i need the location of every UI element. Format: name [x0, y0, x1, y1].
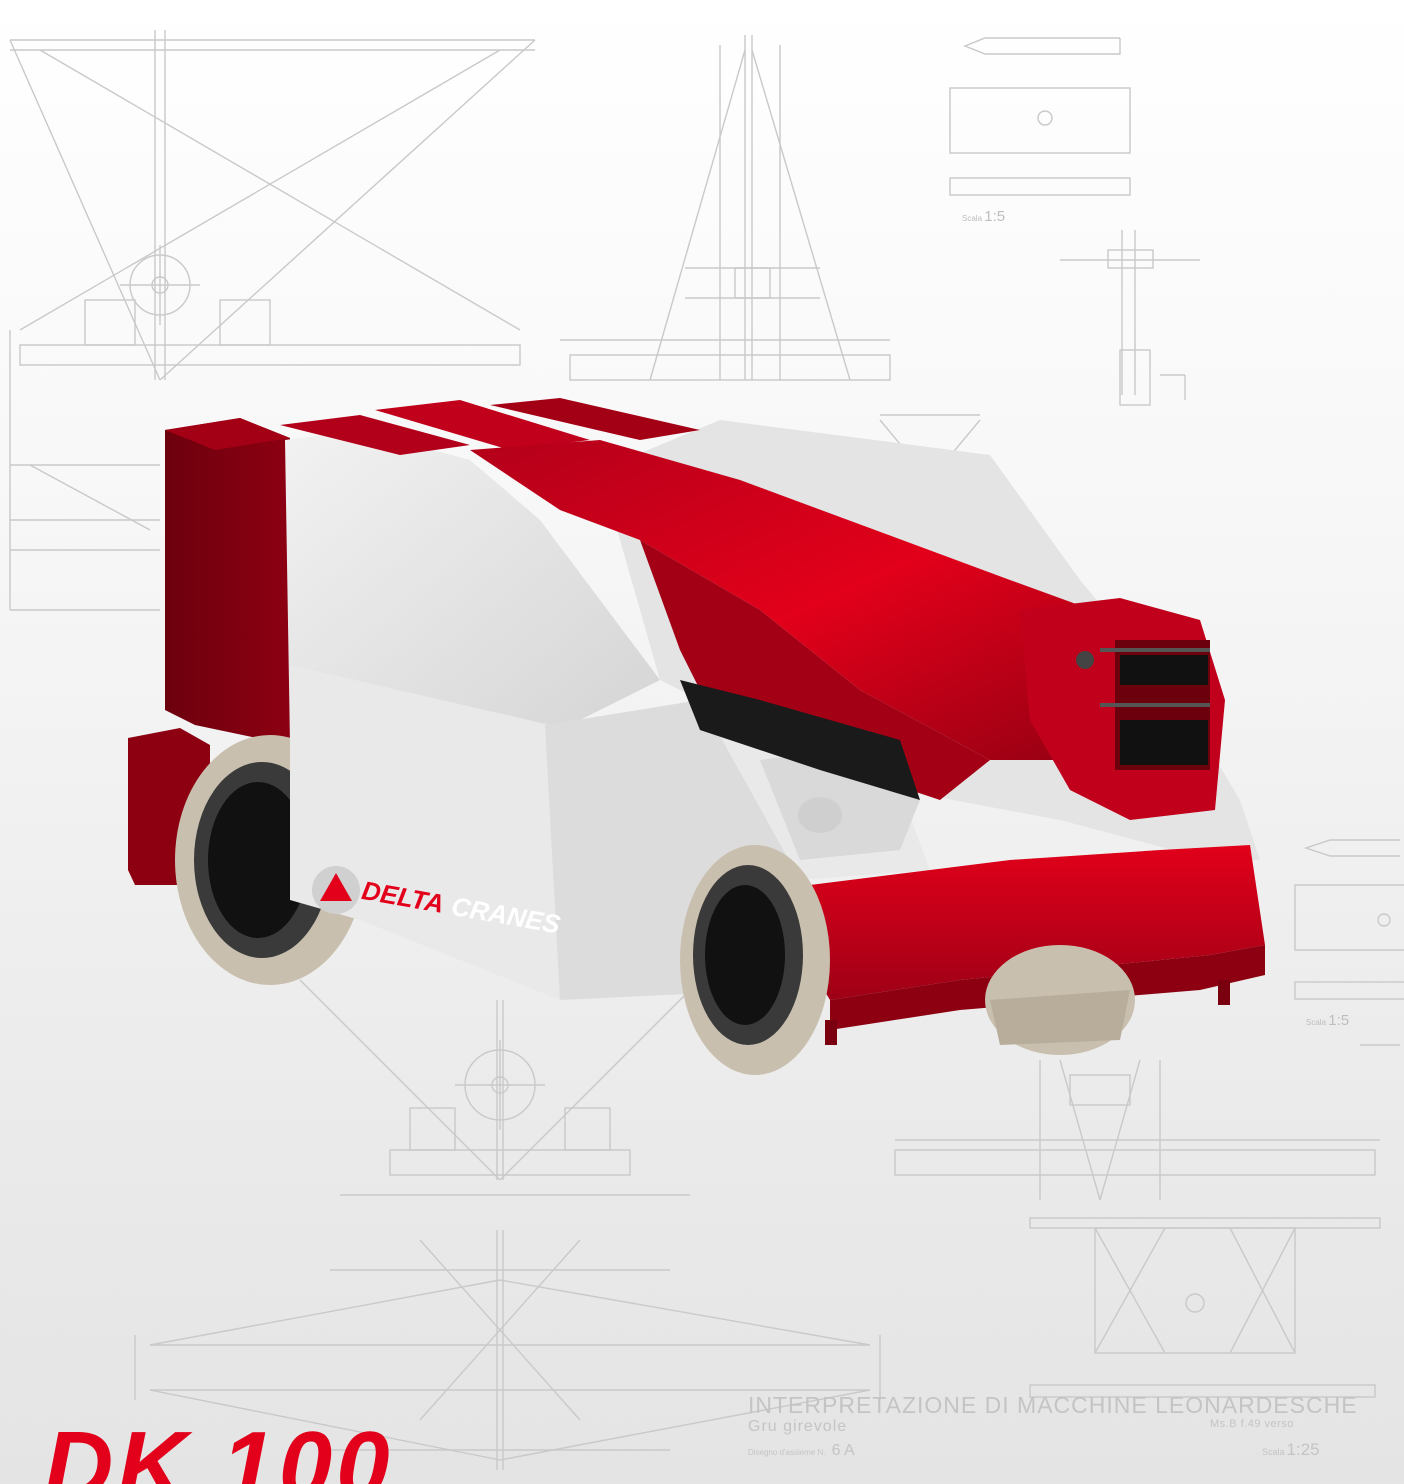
drawing-number: Disegno d'assieme N. 6 A [748, 1442, 855, 1460]
blueprint-tower-lower [299, 979, 701, 1196]
blueprint-truss-bottom [134, 1230, 881, 1470]
front-wheel-left [680, 845, 830, 1075]
detail-scale-value-right: 1:5 [1328, 1012, 1350, 1029]
detail-scale-value: 1:5 [984, 208, 1006, 225]
boom-head [1020, 598, 1225, 820]
drawing-subtitle: Gru girevole [748, 1418, 848, 1435]
front-wheel-right [985, 945, 1135, 1055]
blueprint-detail-mid-right [1294, 839, 1404, 1046]
drawing-label: Disegno d'assieme [748, 1448, 816, 1457]
detail-scale-note-right: Scala 1:5 [1306, 1012, 1349, 1029]
blueprint-beams-left [10, 464, 160, 611]
crane-boom [470, 440, 1180, 800]
drawing-title-block: INTERPRETAZIONE DI MACCHINE LEONARDESCHE… [748, 1392, 1388, 1460]
blueprint-tower-center [560, 35, 981, 541]
drawing-number-prefix: N. [817, 1448, 826, 1457]
manuscript-reference: Ms.B f.49 verso [1210, 1418, 1294, 1430]
detail-scale-note-top: Scala 1:5 [962, 208, 1005, 225]
drawing-subtitle-row: Gru girevole Ms.B f.49 verso [748, 1418, 1388, 1440]
detail-scale-label-right: Scala [1306, 1018, 1327, 1027]
blueprint-detail-top-right [949, 37, 1200, 406]
drawing-scale-value: 1:25 [1286, 1440, 1320, 1459]
blueprint-tower-lower-right [894, 1059, 1381, 1398]
blueprint-truss-left [9, 30, 536, 610]
delta-triangle-icon [320, 873, 352, 901]
top-slats [280, 398, 700, 455]
model-title: DK 100 [44, 1412, 394, 1484]
counterweight [128, 418, 290, 885]
drawing-title: INTERPRETAZIONE DI MACCHINE LEONARDESCHE [748, 1392, 1358, 1418]
drawing-scale-label: Scala [1262, 1447, 1285, 1457]
detail-scale-label: Scala [962, 214, 983, 223]
drawing-number-value: 6 A [831, 1442, 855, 1459]
